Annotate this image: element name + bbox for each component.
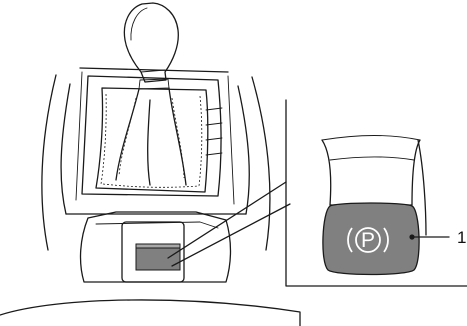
callout-number: 1 [457,228,466,247]
parking-brake-button: P [323,203,419,275]
shift-boot [96,88,208,192]
parking-symbol-letter: P [361,229,375,252]
zoom-leader-lines [168,182,290,266]
gear-shift-knob [124,3,178,89]
seat-edge [0,300,300,326]
small-parking-brake-switch [136,244,180,270]
